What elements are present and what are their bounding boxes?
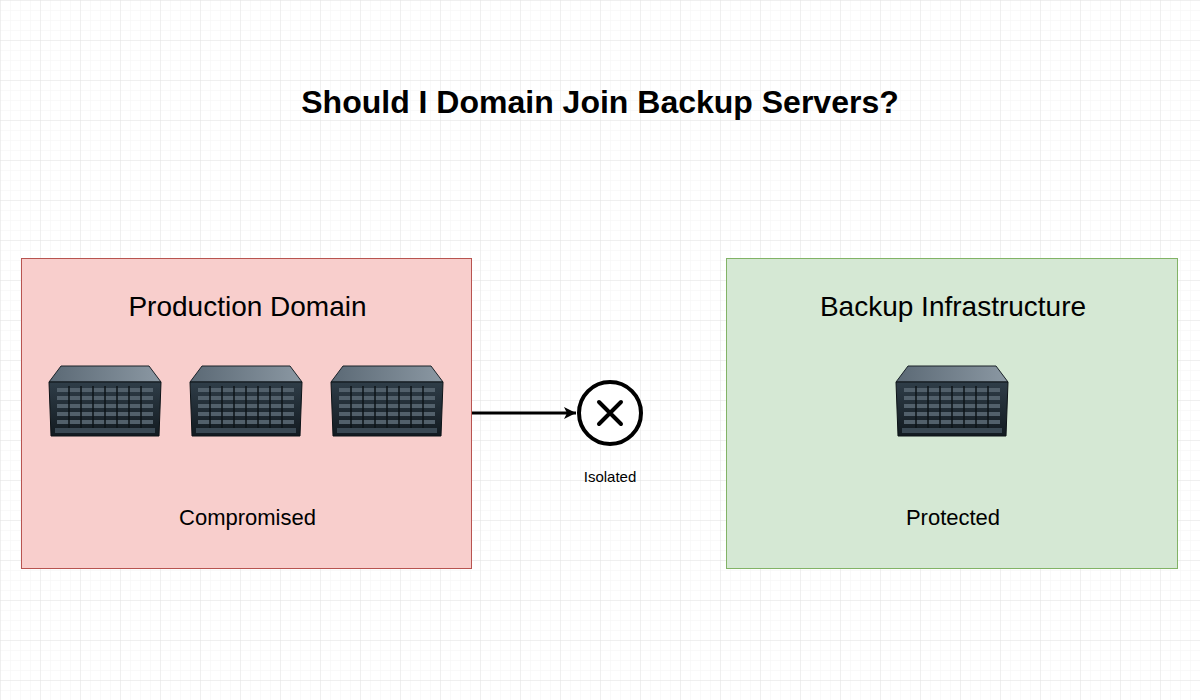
server-icon xyxy=(896,366,1008,436)
arrow-connector xyxy=(472,412,576,415)
server-icon xyxy=(331,366,443,436)
box-heading: Production Domain xyxy=(22,290,473,324)
cross-mark xyxy=(599,402,621,424)
domain-box: Production DomainCompromised xyxy=(21,258,472,569)
diagram-title: Should I Domain Join Backup Servers? xyxy=(0,82,1200,122)
circle-outline xyxy=(576,379,644,447)
circle-shape xyxy=(579,382,641,444)
server-icon xyxy=(49,366,161,436)
box-heading: Backup Infrastructure xyxy=(727,290,1179,324)
isolation-symbol: Isolated xyxy=(576,379,644,447)
infrastructure-box: Backup InfrastructureProtected xyxy=(726,258,1178,569)
server-icon xyxy=(190,366,302,436)
status-label: Protected xyxy=(727,505,1179,531)
isolation-label: Isolated xyxy=(545,468,675,486)
status-label: Compromised xyxy=(22,505,473,531)
